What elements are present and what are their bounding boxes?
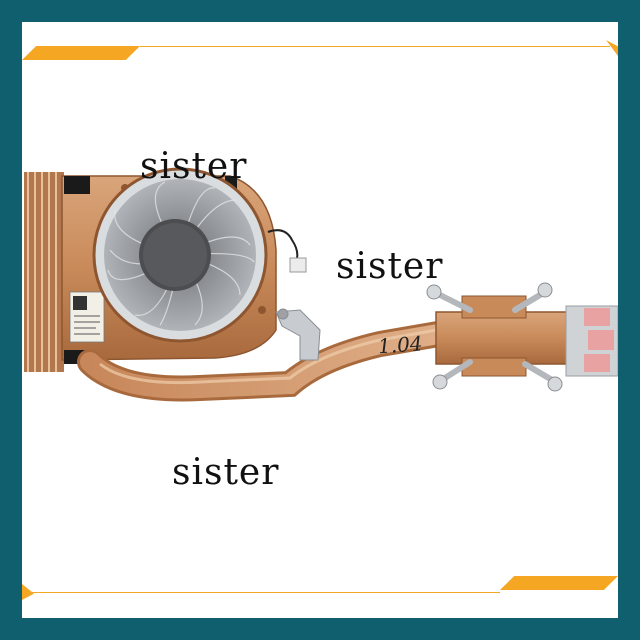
fan-cable — [267, 229, 307, 273]
watermark-text: sister — [336, 246, 444, 287]
accent-top-left — [22, 46, 140, 60]
fan-rotor — [92, 167, 268, 343]
heat-pipe — [77, 319, 463, 402]
accent-top-line — [140, 46, 610, 47]
watermark-text: sister — [140, 146, 248, 187]
watermark-text: sister — [172, 452, 280, 493]
handwritten-mark: 1.04 — [377, 331, 423, 358]
product-photo: 1.04 — [24, 167, 618, 402]
cold-plate — [426, 282, 571, 392]
accent-bottom-right — [500, 576, 618, 590]
thermal-pads — [565, 305, 618, 377]
heatsink-fins — [24, 172, 64, 372]
mount-bracket-left — [275, 308, 321, 361]
accent-bottom-line — [30, 592, 500, 593]
